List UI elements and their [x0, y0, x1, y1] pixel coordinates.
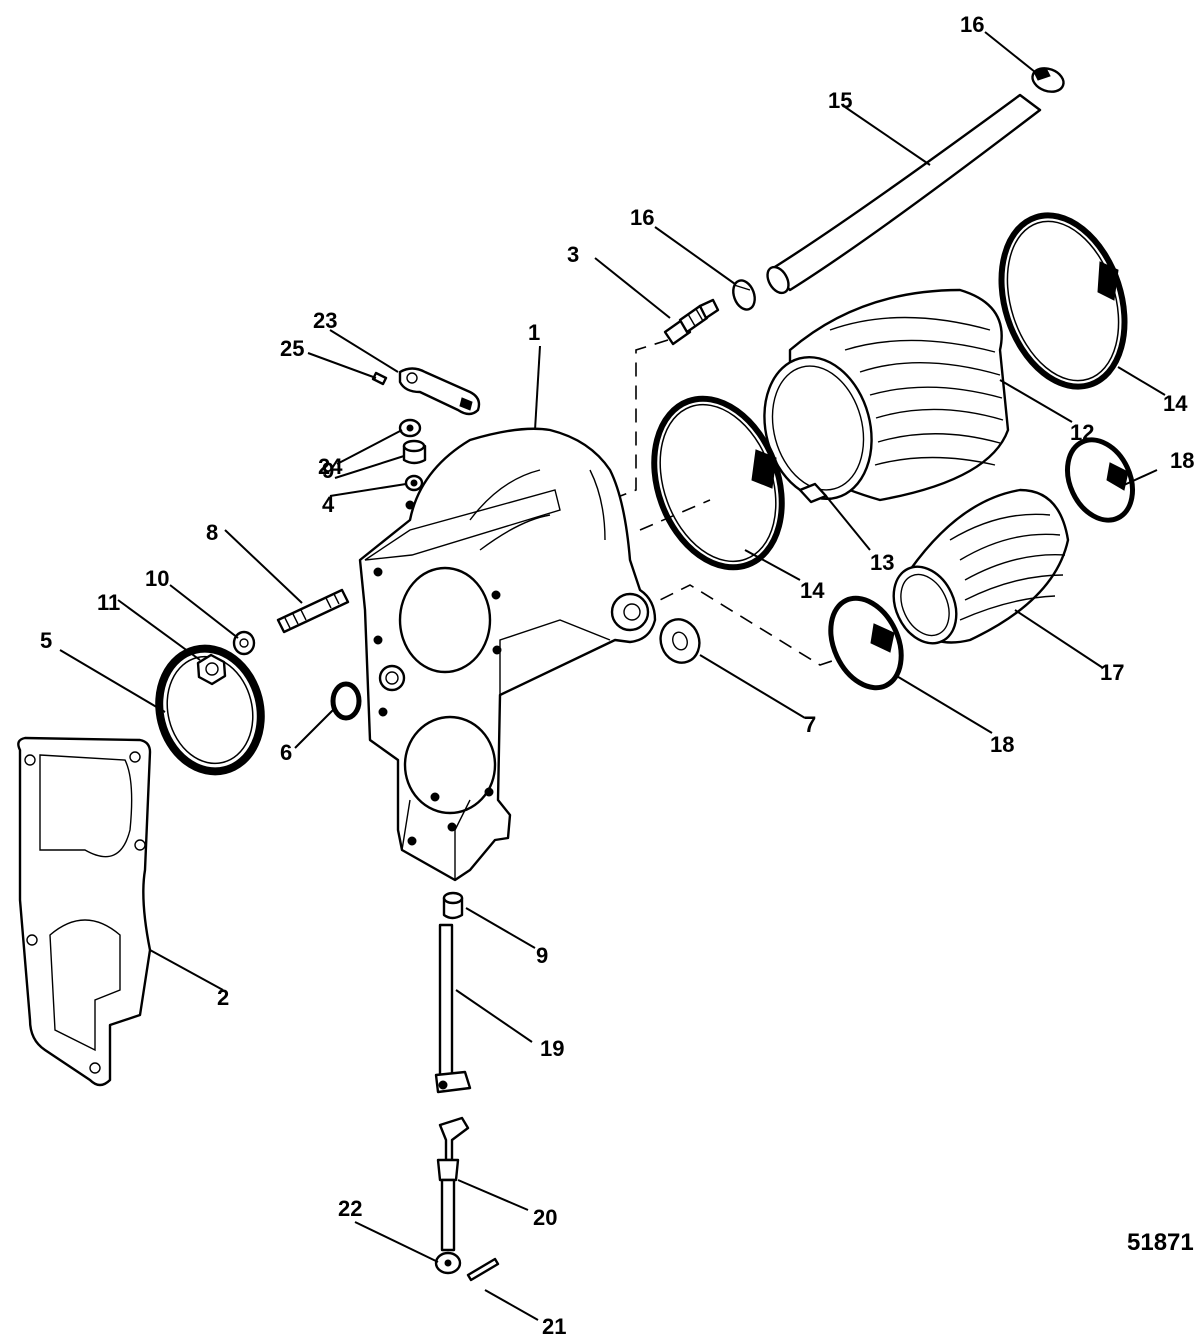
callout-6: 6 [280, 740, 292, 765]
small-o-ring-part [330, 681, 362, 721]
callout-20: 20 [533, 1205, 557, 1230]
small-bellows-clamp-upper-part [1065, 437, 1135, 523]
callout-labels: 1 2 3 4 5 6 7 8 9 9 10 11 12 13 14 14 15… [40, 12, 1194, 1336]
callout-9-lower: 9 [536, 943, 548, 968]
callout-13: 13 [870, 550, 894, 575]
callout-22: 22 [338, 1196, 362, 1221]
callout-5: 5 [40, 628, 52, 653]
callout-14-right: 14 [1163, 391, 1188, 416]
callout-2: 2 [217, 985, 229, 1010]
exhaust-tube-bellows-part [892, 488, 1070, 645]
upper-bushing-part [402, 439, 427, 465]
upper-washer-part [398, 418, 422, 438]
callout-3: 3 [567, 242, 579, 267]
washer-part [232, 630, 256, 656]
callout-1: 1 [528, 320, 540, 345]
cotter-pin-part [466, 1257, 500, 1282]
housing-part [358, 427, 657, 882]
callout-10: 10 [145, 566, 169, 591]
callout-24: 24 [318, 454, 343, 479]
alignment-lines [609, 339, 836, 666]
bottom-washer-part [434, 1251, 462, 1275]
shift-lever-part [398, 367, 481, 416]
callout-4: 4 [322, 492, 335, 517]
callout-18-lower: 18 [990, 732, 1014, 757]
callout-16-mid: 16 [630, 205, 654, 230]
callout-15: 15 [828, 88, 852, 113]
gasket-part [17, 736, 152, 1087]
callout-18-right: 18 [1170, 448, 1194, 473]
spacer-washer-part [659, 618, 701, 664]
callout-12: 12 [1070, 420, 1094, 445]
shift-shaft-extension-part [436, 1116, 470, 1252]
small-clamp-mid-part [732, 279, 756, 311]
exhaust-bellows-part [763, 288, 1010, 502]
callout-16-top: 16 [960, 12, 984, 37]
callout-8: 8 [206, 520, 218, 545]
small-bellows-clamp-lower-part [828, 595, 904, 691]
callout-25: 25 [280, 336, 304, 361]
shift-shaft-part [434, 923, 472, 1094]
water-hose-part [766, 93, 1042, 295]
callout-19: 19 [540, 1036, 564, 1061]
nut-part [196, 653, 227, 686]
leader-lines [59, 31, 1166, 1321]
callout-23: 23 [313, 308, 337, 333]
figure-number: 51871 [1127, 1229, 1194, 1256]
callout-17: 17 [1100, 660, 1124, 685]
callout-7: 7 [804, 712, 816, 737]
large-clamp-upper-part [998, 212, 1128, 390]
lower-bushing-part [442, 891, 464, 920]
small-clamp-top-part [1031, 67, 1065, 93]
stud-part [276, 588, 350, 634]
hose-fitting-part [663, 298, 720, 346]
seal-part [404, 474, 424, 492]
callout-9-upper: 9 [322, 458, 334, 483]
large-clamp-lower-part [651, 395, 785, 571]
callout-11: 11 [97, 590, 120, 615]
callout-14-lower: 14 [800, 578, 825, 603]
callout-21: 21 [542, 1314, 566, 1336]
